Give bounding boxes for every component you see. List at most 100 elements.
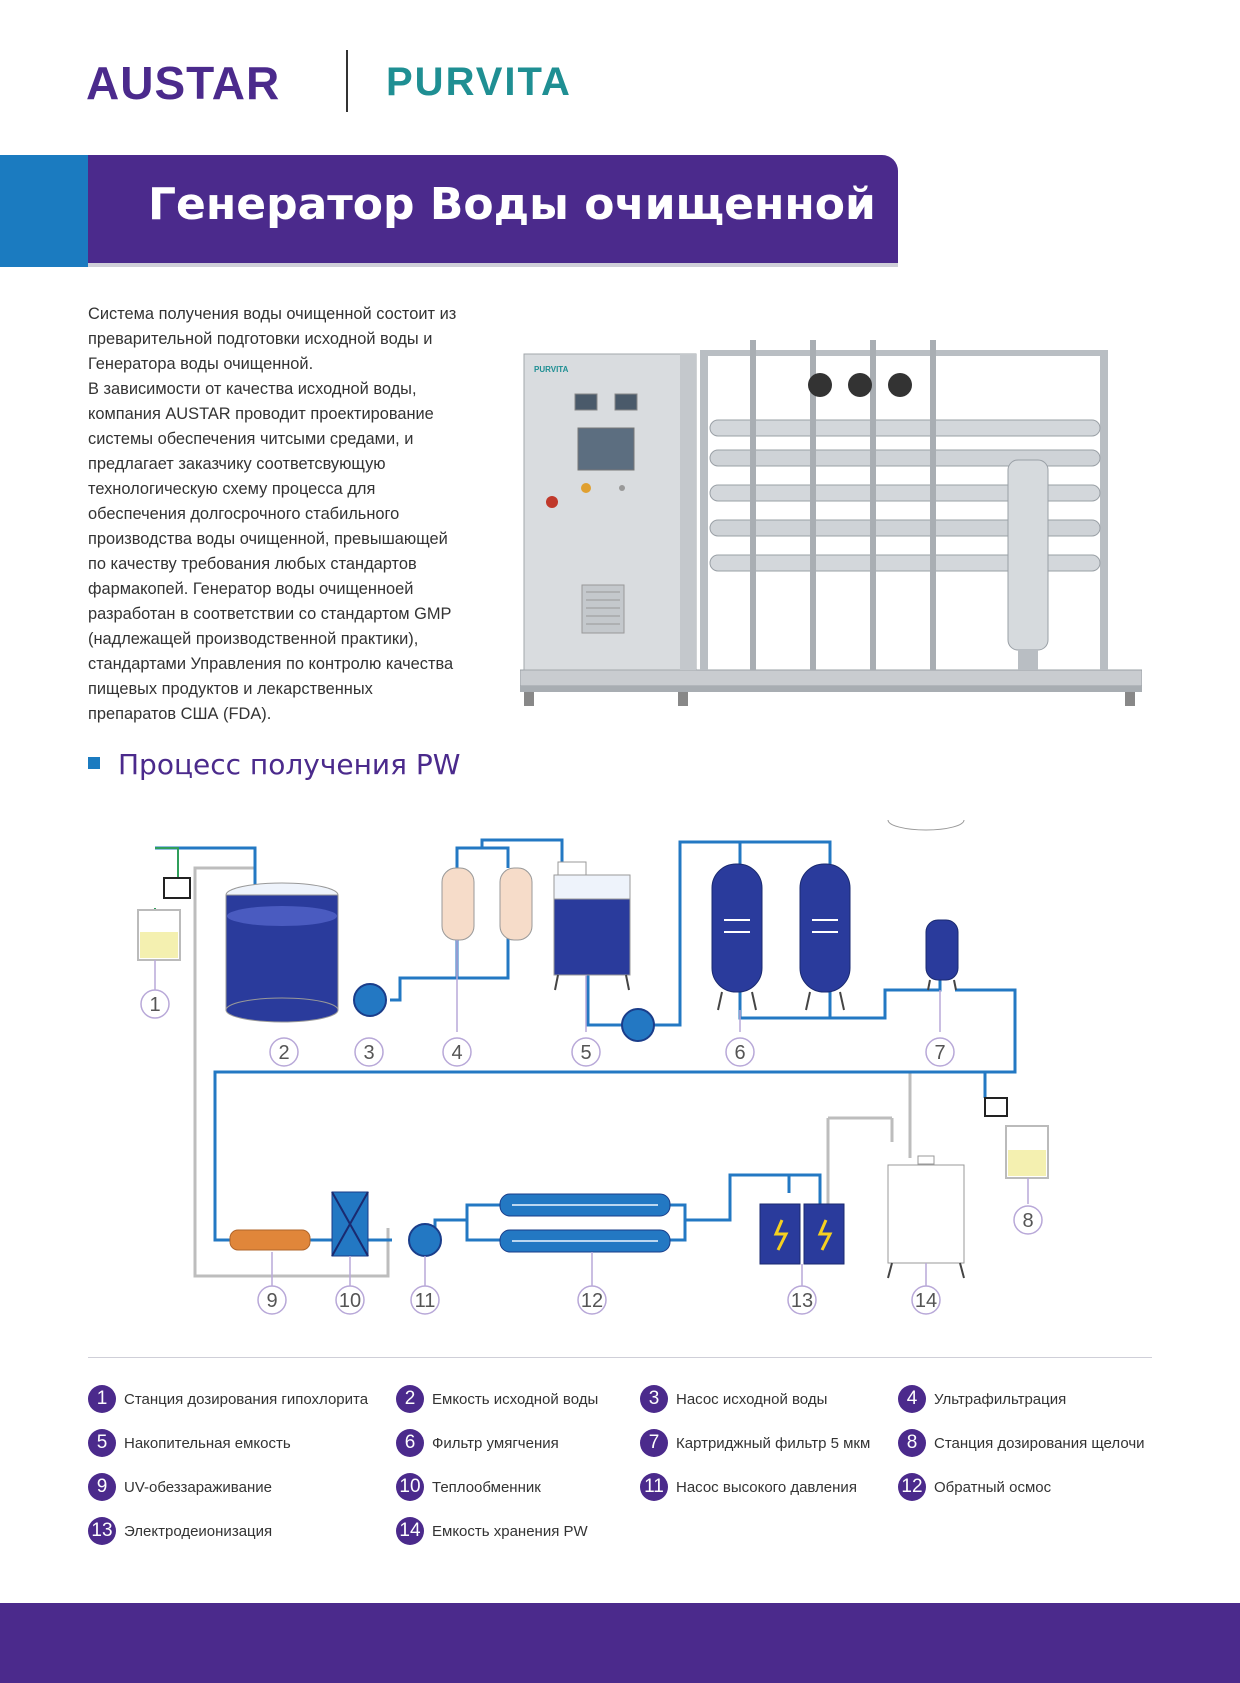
legend-number: 13 — [88, 1517, 116, 1545]
legend-number: 11 — [640, 1473, 668, 1501]
legend-number: 6 — [396, 1429, 424, 1457]
legend-number: 8 — [898, 1429, 926, 1457]
intro-line: фармакопей. Генератор воды очищенноей — [88, 580, 414, 598]
raw-water-pump — [353, 983, 387, 1017]
legend-label: Обратный осмос — [934, 1478, 1052, 1496]
ultrafiltration-units — [441, 867, 533, 941]
logo-divider — [346, 50, 348, 112]
intro-line: стандартами Управления по контролю качес… — [88, 655, 454, 673]
callout-14: 14 — [915, 1290, 937, 1312]
intro-line: препаратов США (FDA). — [88, 705, 272, 723]
legend-item: 5 Накопительная емкость — [88, 1429, 291, 1457]
legend-label: Станция дозирования гипохлорита — [124, 1390, 369, 1408]
callout-13: 13 — [791, 1290, 813, 1312]
intro-line: В зависимости от качества исходной воды, — [88, 380, 417, 398]
title-banner: Генератор Воды очищенной — [88, 155, 898, 267]
intro-line: компания AUSTAR проводит проектирование — [88, 405, 434, 423]
process-diagram: 1 2 3 4 5 6 7 8 9 10 11 12 13 14 — [137, 820, 1049, 1315]
edi-modules — [759, 1203, 845, 1265]
alkali-dosing-station — [984, 1097, 1049, 1179]
legend-label: Емкость хранения PW — [432, 1522, 588, 1540]
legend-item: 3 Насос исходной воды — [640, 1385, 827, 1413]
legend-number: 9 — [88, 1473, 116, 1501]
legend-label: Электродеионизация — [124, 1522, 273, 1540]
callout-10: 10 — [339, 1290, 361, 1312]
callout-8: 8 — [1022, 1210, 1033, 1232]
diagram-callouts: 1 2 3 4 5 6 7 8 9 10 11 12 13 14 — [140, 989, 1043, 1315]
feed-pump — [621, 1008, 655, 1042]
intro-line: Система получения воды очищенной состоит… — [88, 305, 457, 323]
legend-number: 7 — [640, 1429, 668, 1457]
callout-3: 3 — [363, 1042, 374, 1064]
callout-7: 7 — [934, 1042, 945, 1064]
legend-number: 1 — [88, 1385, 116, 1413]
legend-label: Накопительная емкость — [124, 1434, 291, 1452]
callout-1: 1 — [149, 994, 160, 1016]
legend-item: 9 UV-обеззараживание — [88, 1473, 272, 1501]
purvita-logo: PURVITA — [386, 60, 572, 104]
legend-number: 5 — [88, 1429, 116, 1457]
uv-sterilizer — [229, 1229, 311, 1251]
legend-number: 2 — [396, 1385, 424, 1413]
intro-text: Система получения воды очищенной состоит… — [88, 302, 480, 727]
legend-number: 3 — [640, 1385, 668, 1413]
intro-line: технологическую схему процесса для — [88, 480, 376, 498]
legend-label: Станция дозирования щелочи — [934, 1434, 1145, 1452]
legend-number: 4 — [898, 1385, 926, 1413]
legend-item: 12 Обратный осмос — [898, 1473, 1051, 1501]
legend-separator — [88, 1357, 1152, 1358]
legend-label: UV-обеззараживание — [124, 1478, 272, 1496]
intro-line: системы обеспечения читсыми средами, и — [88, 430, 414, 448]
intro-line: пищевых продуктов и лекарственных — [88, 680, 373, 698]
title-accent-block — [0, 155, 88, 267]
legend-item: 8 Станция дозирования щелочи — [898, 1429, 1145, 1457]
legend-number: 10 — [396, 1473, 424, 1501]
section-title: Процесс получения PW — [118, 748, 461, 781]
callout-5: 5 — [580, 1042, 591, 1064]
legend-label: Теплообменник — [432, 1478, 541, 1496]
legend-item: 4 Ультрафильтрация — [898, 1385, 1066, 1413]
intro-line: разработан в соответствии со стандартом … — [88, 605, 452, 623]
legend-number: 12 — [898, 1473, 926, 1501]
legend-item: 10 Теплообменник — [396, 1473, 541, 1501]
callout-9: 9 — [266, 1290, 277, 1312]
legend-item: 13 Электродеионизация — [88, 1517, 272, 1545]
page-title: Генератор Воды очищенной — [148, 179, 876, 230]
legend-item: 2 Емкость исходной воды — [396, 1385, 598, 1413]
legend-label: Фильтр умягчения — [432, 1434, 559, 1452]
intro-line: преварительной подготовки исходной воды … — [88, 330, 433, 348]
intro-line: Генератора воды очищенной. — [88, 355, 314, 373]
legend-item: 6 Фильтр умягчения — [396, 1429, 559, 1457]
photo-brand-label: PURVITA — [534, 365, 569, 374]
austar-logo: AUSTAR — [86, 57, 281, 109]
callout-4: 4 — [451, 1042, 462, 1064]
intro-line: производства воды очищенной, превышающей — [88, 530, 448, 548]
callout-12: 12 — [581, 1290, 603, 1312]
section-heading: Процесс получения PW — [88, 748, 460, 781]
equipment-photo: PURVITA — [520, 340, 1142, 706]
legend-item: 7 Картриджный фильтр 5 мкм — [640, 1429, 870, 1457]
section-bullet — [88, 757, 100, 769]
callout-11: 11 — [415, 1290, 436, 1312]
legend-label: Картриджный фильтр 5 мкм — [676, 1434, 871, 1452]
legend-label: Насос исходной воды — [676, 1390, 828, 1408]
heat-exchanger — [331, 1191, 369, 1257]
legend-number: 14 — [396, 1517, 424, 1545]
high-pressure-pump — [408, 1223, 442, 1257]
leader-lines — [154, 940, 1029, 1286]
footer-bar — [0, 1603, 1240, 1683]
legend-item: 14 Емкость хранения PW — [396, 1517, 588, 1545]
raw-water-tank — [225, 882, 339, 1023]
reverse-osmosis-membranes — [499, 1193, 671, 1253]
intro-line: обеспечения долгосрочного стабильного — [88, 505, 400, 523]
callout-2: 2 — [278, 1042, 289, 1064]
legend-label: Насос высокого давления — [676, 1478, 857, 1496]
intro-line: по качеству требования любых стандартов — [88, 555, 417, 573]
callout-6: 6 — [734, 1042, 745, 1064]
softener-filters — [711, 863, 851, 1011]
buffer-tank — [553, 861, 631, 991]
hypochlorite-dosing-station — [137, 877, 191, 961]
intro-line: предлагает заказчику соответсвующую — [88, 455, 386, 473]
pw-storage-tank — [887, 820, 965, 1279]
process-lines — [155, 838, 1017, 1242]
